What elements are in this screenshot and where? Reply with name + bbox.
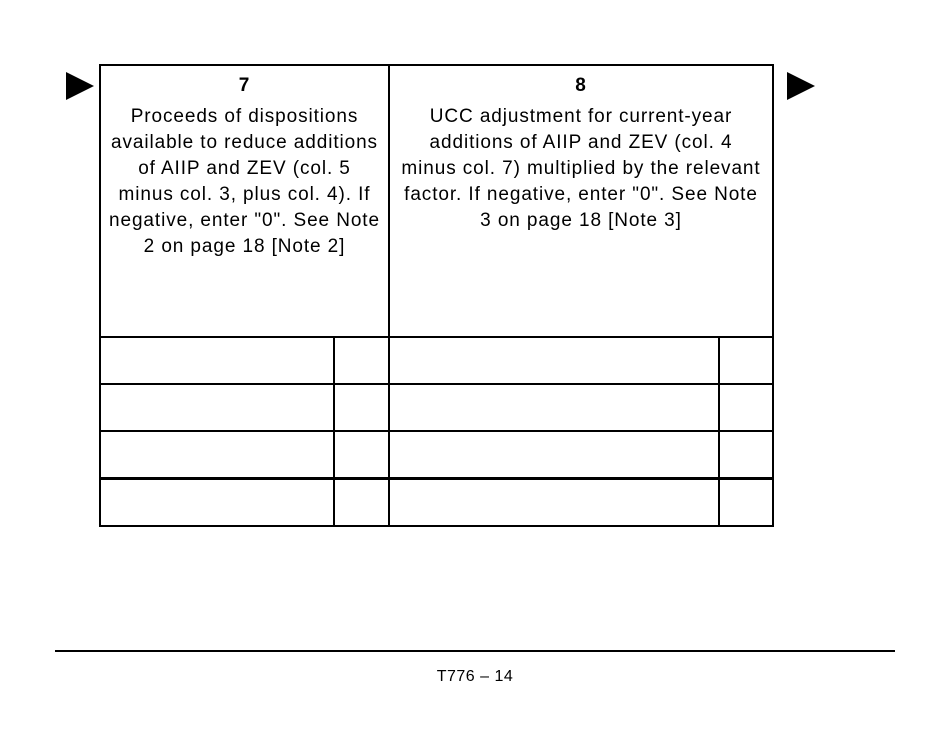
continue-arrow-right-icon [787, 72, 815, 100]
column-8-dollars-field[interactable] [388, 478, 720, 527]
column-7-cents-field[interactable] [333, 478, 390, 527]
column-7-dollars-field[interactable] [99, 478, 335, 527]
column-7-header: 7 Proceeds of dispositions available to … [99, 64, 390, 338]
column-8-dollars-field[interactable] [388, 430, 720, 479]
column-8-dollars-field[interactable] [388, 383, 720, 432]
continue-arrow-left-icon [66, 72, 94, 100]
column-8-description: UCC adjustment for current-year addition… [401, 106, 761, 231]
column-8-cents-field[interactable] [718, 478, 774, 527]
column-7-dollars-field[interactable] [99, 383, 335, 432]
column-7-cents-field[interactable] [333, 336, 390, 385]
column-8-dollars-field[interactable] [388, 336, 720, 385]
footer-divider [55, 650, 895, 652]
column-7-dollars-field[interactable] [99, 336, 335, 385]
column-7-dollars-field[interactable] [99, 430, 335, 479]
column-7-cents-field[interactable] [333, 383, 390, 432]
column-7-description: Proceeds of dispositions available to re… [109, 106, 380, 257]
column-8-number: 8 [575, 75, 587, 96]
column-8-cents-field[interactable] [718, 430, 774, 479]
column-8-cents-field[interactable] [718, 336, 774, 385]
column-8-header: 8 UCC adjustment for current-year additi… [388, 64, 774, 338]
page-label: T776 – 14 [436, 668, 514, 685]
column-8-cents-field[interactable] [718, 383, 774, 432]
column-7-number: 7 [238, 75, 251, 96]
column-7-cents-field[interactable] [333, 430, 390, 479]
